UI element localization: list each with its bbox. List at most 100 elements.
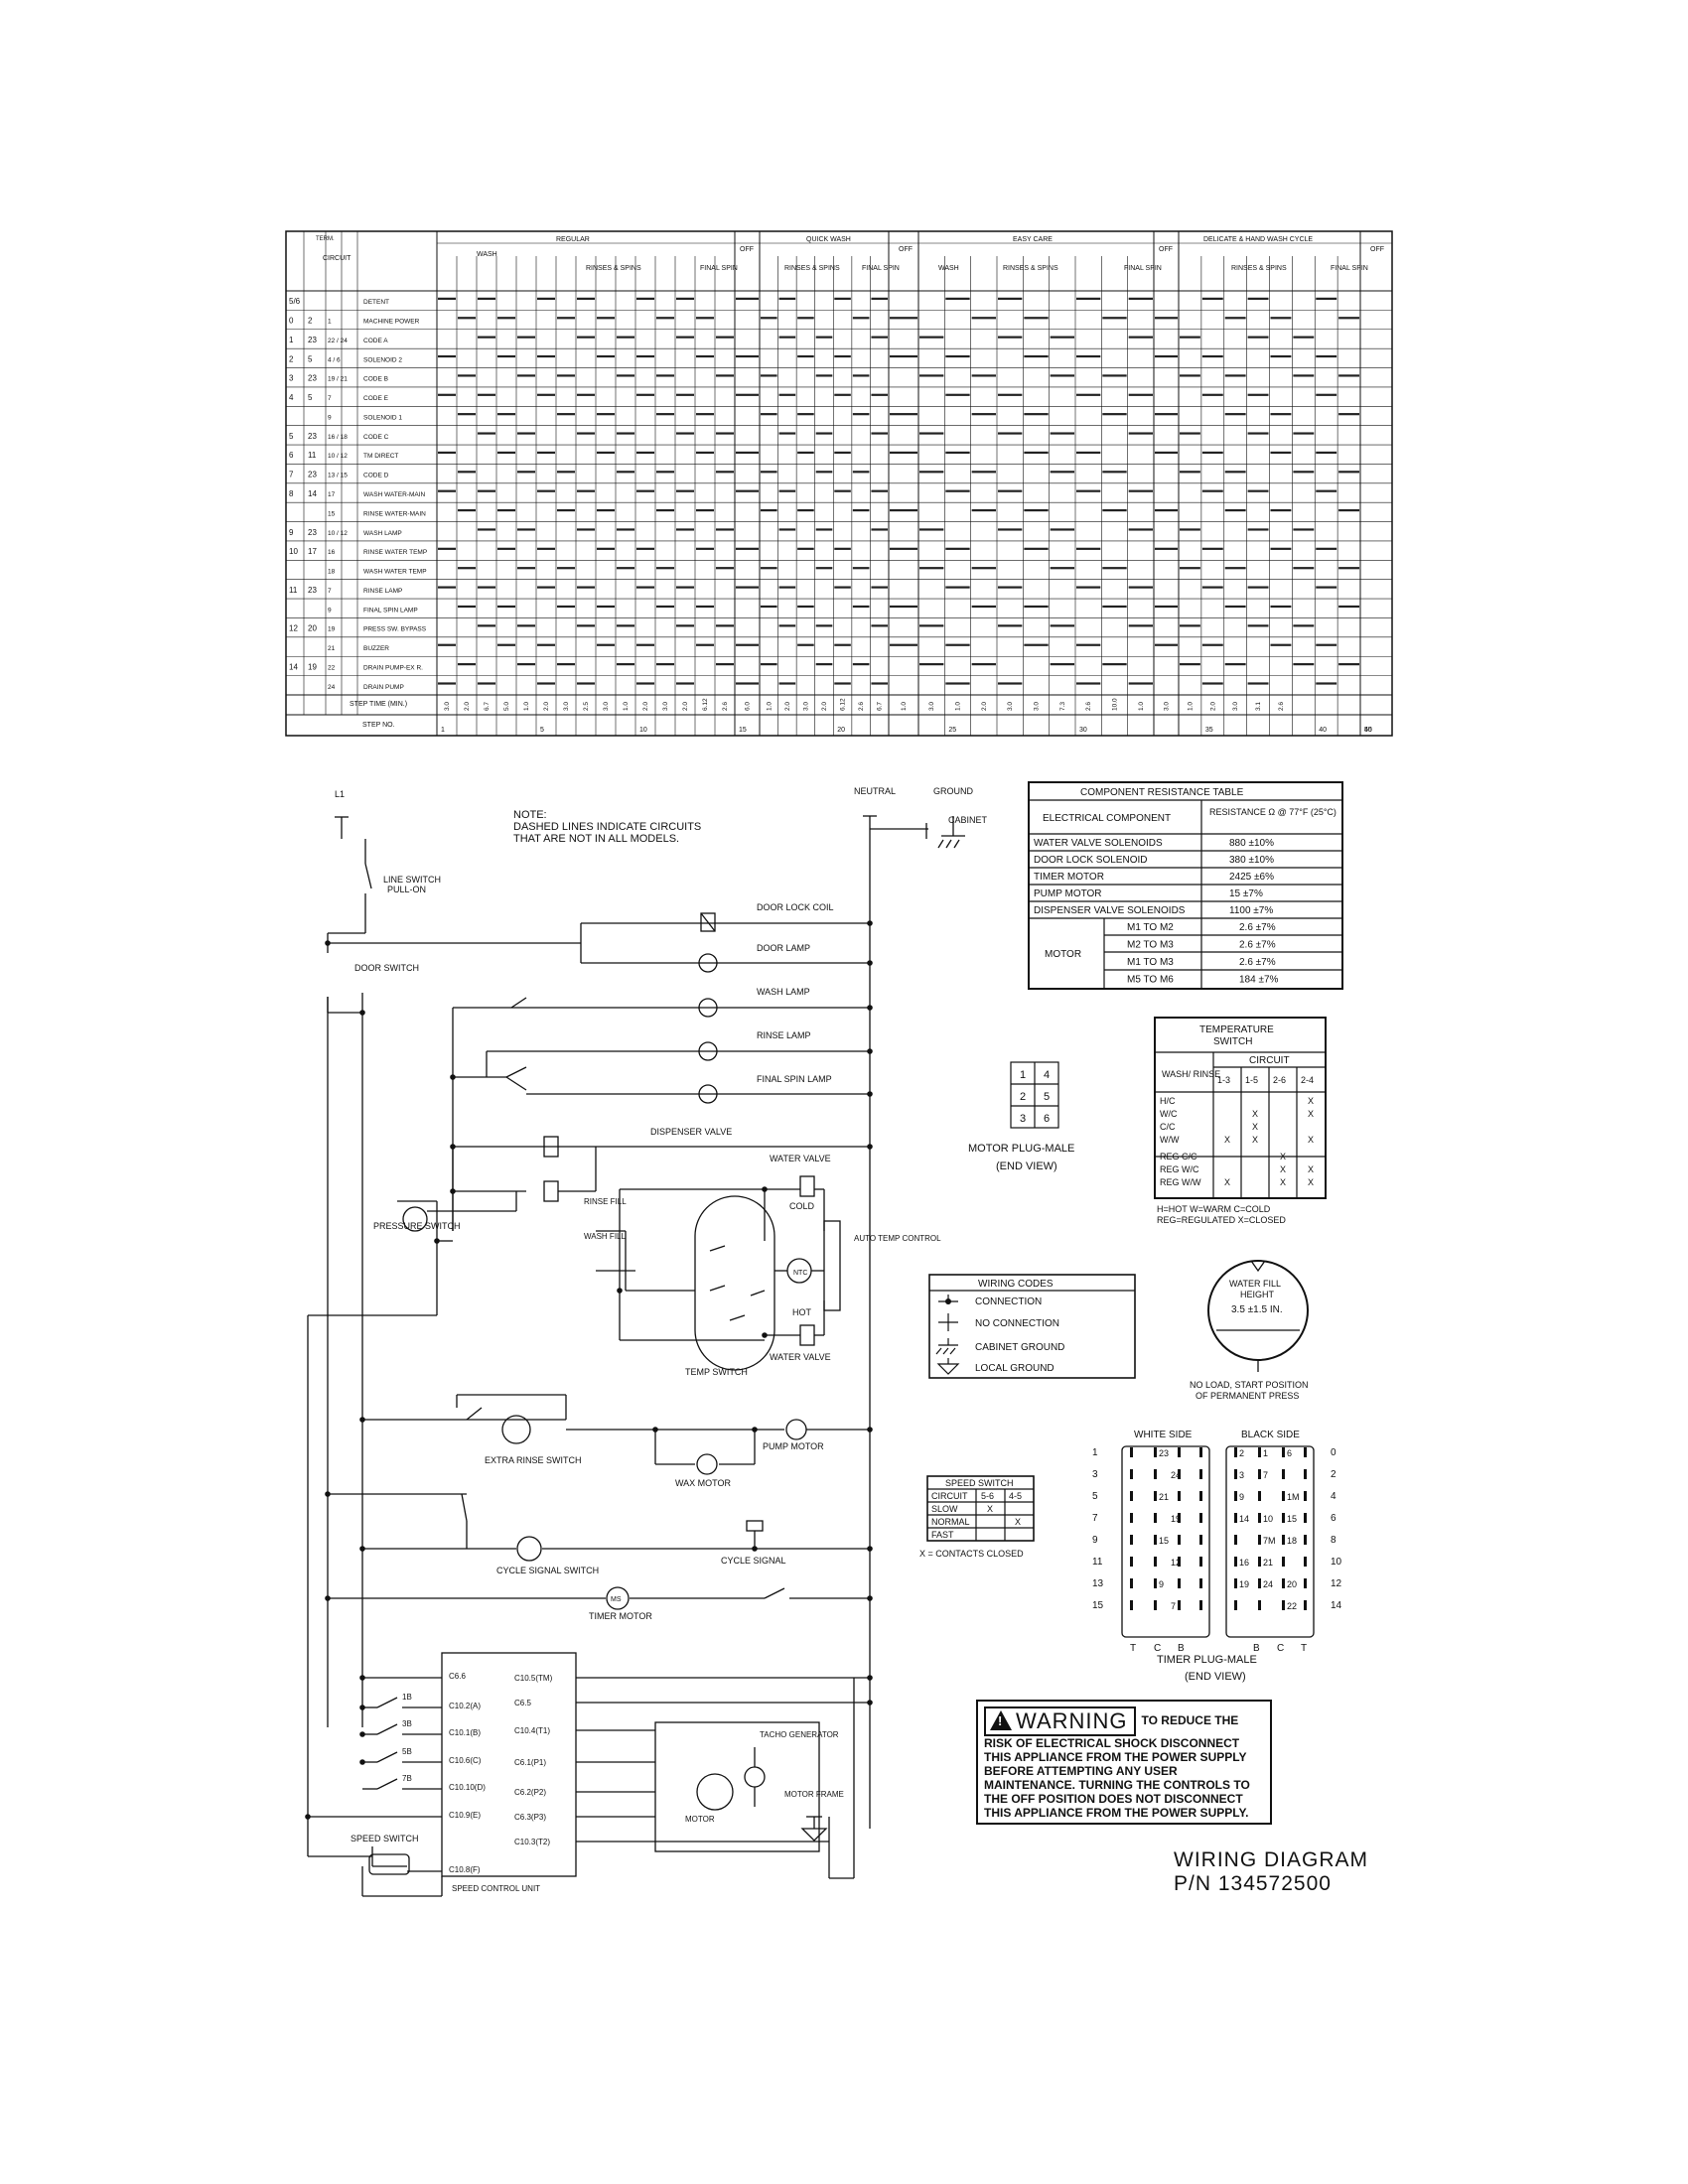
chart-step-time: 2.0	[682, 702, 689, 711]
chart-step-time: 2.0	[1209, 702, 1216, 711]
rinse-lamp-label: RINSE LAMP	[757, 1030, 811, 1040]
chart-step-no: 50	[1364, 727, 1372, 734]
chart-row-term: 23	[308, 432, 317, 441]
timer-plug-white-pin	[1154, 1600, 1157, 1610]
chart-header-regular: REGULAR	[556, 236, 590, 243]
timer-plug-black-label: 1	[1263, 1448, 1268, 1458]
chart-row-pin: 9	[328, 607, 332, 614]
timer-plug-black-pin	[1282, 1578, 1285, 1588]
scu-left-pin: C10.8(F)	[449, 1865, 481, 1874]
chart-step-time: 3.0	[1034, 702, 1041, 711]
timer-plug-right-num: 2	[1331, 1469, 1336, 1480]
water-fill-note-2: OF PERMANENT PRESS	[1196, 1391, 1299, 1401]
tm-label: MS	[611, 1596, 622, 1603]
chart-row-pin: 16	[328, 549, 336, 556]
timer-plug-black-pin	[1234, 1491, 1237, 1501]
timer-plug-black-pin	[1234, 1513, 1237, 1523]
chart-row-term: 23	[308, 586, 317, 595]
junction-dot	[762, 1186, 768, 1192]
timer-plug-black-pin	[1282, 1557, 1285, 1567]
timer-plug-black-label: 18	[1287, 1536, 1297, 1546]
chart-row-contact: 2	[289, 354, 294, 363]
scu-left-pin: C10.9(E)	[449, 1811, 481, 1820]
timer-plug-black-label: 24	[1263, 1579, 1273, 1589]
timer-plug-right-num: 8	[1331, 1535, 1336, 1546]
chart-row-pin: 22	[328, 664, 336, 671]
chart-row-circuit: TM DIRECT	[363, 453, 398, 460]
junction-dot	[450, 1074, 456, 1080]
speed-switch-col: 4-5	[1009, 1491, 1022, 1501]
junction-dot	[867, 1144, 873, 1150]
resistance-component: DISPENSER VALVE SOLENOIDS	[1034, 905, 1186, 916]
resistance-component: TIMER MOTOR	[1034, 872, 1104, 883]
chart-step-time: 6.7	[484, 702, 491, 711]
chart-header-final-spin-1: FINAL SPIN	[700, 265, 738, 272]
junction-dot	[359, 1417, 365, 1423]
timer-plug-white-pin	[1178, 1557, 1181, 1567]
resistance-value: 1100 ±7%	[1229, 905, 1273, 916]
water-valve-label: WATER VALVE	[770, 1154, 831, 1163]
chart-step-time: 2.0	[464, 702, 471, 711]
chart-row-circuit: DETENT	[363, 299, 389, 306]
timer-plug-white-pin	[1178, 1578, 1181, 1588]
junction-dot	[867, 1005, 873, 1011]
note-line-2: DASHED LINES INDICATE CIRCUITS	[513, 821, 702, 833]
ground-label: GROUND	[933, 786, 973, 796]
timer-plug-black-label: 7	[1263, 1470, 1268, 1480]
timer-plug-white-pin	[1178, 1600, 1181, 1610]
chart-step-no: 10	[639, 727, 647, 734]
temp-row-label: REG W/W	[1160, 1177, 1201, 1187]
chart-row-contact: 7	[289, 471, 294, 479]
temp-col-header: 2-4	[1301, 1075, 1314, 1085]
speed-switch-circuit: CIRCUIT	[931, 1491, 968, 1501]
timer-plug-white-pin	[1154, 1447, 1157, 1457]
timer-plug-black-pin	[1282, 1491, 1285, 1501]
resistance-value: 380 ±10%	[1229, 855, 1274, 866]
chart-row-circuit: WASH WATER-MAIN	[363, 491, 426, 498]
timer-plug-white-pin	[1199, 1578, 1202, 1588]
chart-row-circuit: WASH WATER TEMP	[363, 569, 427, 576]
wash-fill-label: WASH FILL	[584, 1232, 626, 1241]
chart-row-term: 11	[308, 451, 317, 460]
timer-plug-black-pin	[1234, 1535, 1237, 1545]
timer-plug-label-2: (END VIEW)	[1185, 1671, 1246, 1683]
timer-plug-text: WHITE SIDE BLACK SIDE TIMER PLUG-MALE (E…	[1092, 1430, 1342, 1683]
chart-header-rinses-4: RINSES & SPINS	[1231, 265, 1287, 272]
chart-header-term: TERM.	[316, 236, 335, 242]
wiring-code-item: CONNECTION	[975, 1297, 1042, 1307]
timer-plug-white-label: 15	[1159, 1536, 1169, 1546]
junction-dot	[867, 1427, 873, 1433]
timer-plug-right-num: 14	[1331, 1600, 1342, 1611]
temp-cell-mark: X	[1308, 1164, 1314, 1174]
chart-header-wash-ec: WASH	[938, 265, 959, 272]
timer-plug-white-pin	[1178, 1491, 1181, 1501]
timer-plug-black-pin	[1258, 1600, 1261, 1610]
scu-right-pin: C10.4(T1)	[514, 1726, 550, 1735]
chart-step-time: 2.0	[784, 702, 791, 711]
timer-plug-black-pin	[1282, 1513, 1285, 1523]
chart-row-contact: 5	[289, 432, 294, 441]
temp-cell-mark: X	[1308, 1177, 1314, 1187]
timer-plug-black-pin	[1304, 1469, 1307, 1479]
timer-plug-white-label: 9	[1159, 1579, 1164, 1589]
timer-plug-white-pin	[1199, 1535, 1202, 1545]
speed-switch-text: SPEED SWITCH CIRCUIT X = CONTACTS CLOSED…	[919, 1478, 1024, 1559]
cycle-signal-label: CYCLE SIGNAL	[721, 1556, 786, 1566]
chart-row-contact: 6	[289, 451, 294, 460]
resistance-value: 2425 ±6%	[1229, 872, 1274, 883]
chart-row-term: 23	[308, 374, 317, 383]
scu-right-pin: C6.2(P2)	[514, 1788, 546, 1797]
temp-cell-mark: X	[1308, 1135, 1314, 1145]
timer-plug-right-num: 10	[1331, 1557, 1342, 1568]
chart-step-time: 3.0	[802, 702, 809, 711]
timer-plug-white-pin	[1130, 1557, 1133, 1567]
chart-step-no: 30	[1079, 727, 1087, 734]
temp-col-header: 1-5	[1245, 1075, 1258, 1085]
chart-row-pin: 13 / 15	[328, 473, 348, 479]
chart-row-circuit: FINAL SPIN LAMP	[363, 607, 418, 614]
junction-dot	[867, 1595, 873, 1601]
timer-plug-left-num: 7	[1092, 1513, 1098, 1524]
junction-dot	[867, 1675, 873, 1681]
chart-header-off-2: OFF	[899, 246, 913, 253]
chart-step-time: 1.0	[901, 702, 908, 711]
